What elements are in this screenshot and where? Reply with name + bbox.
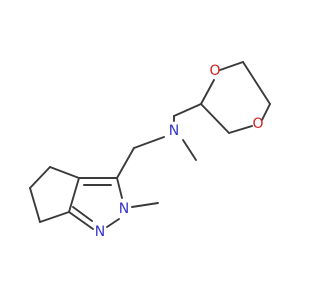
bond-n1-c7a-inner bbox=[72, 206, 93, 222]
bond-ring-c3-o2 bbox=[261, 103, 271, 121]
bonds bbox=[29, 61, 271, 230]
atom-oxygen-bottom: O bbox=[252, 116, 263, 132]
bond-ring-c1-o1 bbox=[200, 79, 215, 105]
molecule-structure: O O N N N bbox=[29, 61, 271, 240]
bond-ring-c4-c1 bbox=[200, 103, 230, 134]
bond-n-methyl bbox=[182, 139, 197, 161]
bond-n1-c7a-outer bbox=[68, 211, 94, 230]
bond-c5-c6 bbox=[29, 187, 41, 223]
bond-ring-o1-c2 bbox=[219, 61, 244, 71]
bond-ring-o2-c4 bbox=[228, 125, 253, 134]
bond-ch2-pyrazole bbox=[116, 147, 135, 179]
bond-c4-c5 bbox=[29, 166, 51, 189]
bond-n-ch2 bbox=[133, 136, 165, 149]
atom-nitrogen-n1: N bbox=[95, 224, 105, 240]
atom-oxygen-top: O bbox=[209, 63, 220, 79]
bond-ring-to-ch2 bbox=[173, 103, 202, 117]
atom-nitrogen-n2: N bbox=[119, 201, 129, 217]
bond-n2-n1 bbox=[106, 218, 120, 228]
bond-ring-c2-c3 bbox=[242, 61, 271, 105]
atom-labels: O O N N N bbox=[95, 63, 264, 240]
atom-nitrogen-amine: N bbox=[169, 123, 179, 139]
bond-n2-methyl bbox=[131, 202, 159, 208]
bond-c3a-c4 bbox=[49, 166, 80, 179]
bond-c3-n2 bbox=[116, 177, 123, 199]
bond-c6-c7 bbox=[39, 211, 70, 223]
bond-c7a-c3a bbox=[68, 177, 80, 213]
